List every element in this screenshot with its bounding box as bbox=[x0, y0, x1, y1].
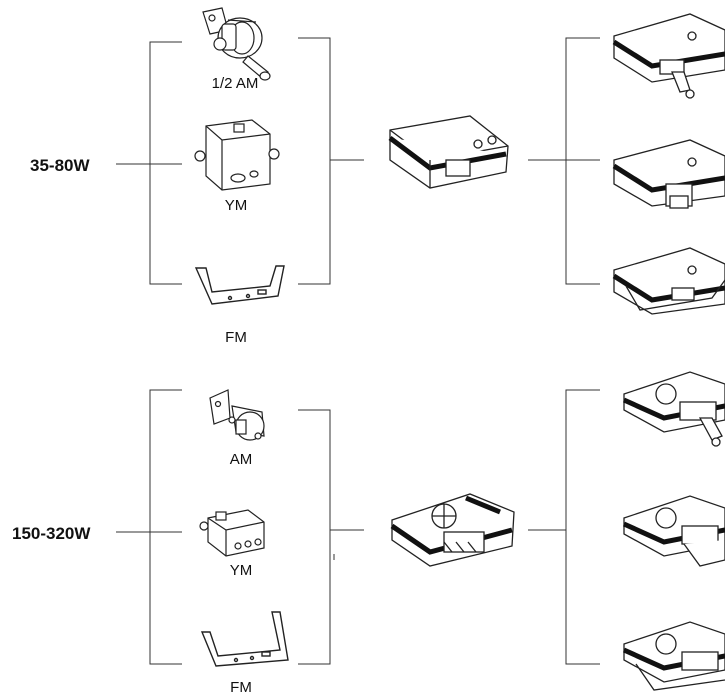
flat-mount-bracket-2-drawing bbox=[200, 611, 289, 667]
mount-label-am: AM bbox=[229, 451, 253, 468]
yoke-mount-box-drawing bbox=[194, 119, 280, 191]
flat-mount-bracket-drawing bbox=[194, 265, 285, 305]
variant-150-320w-arm bbox=[622, 371, 725, 447]
mount-label-fm-2: FM bbox=[230, 679, 252, 696]
mount-label-half-am: 1/2 AM bbox=[211, 75, 259, 92]
yoke-mount-box-2-drawing bbox=[199, 509, 265, 557]
fixture-150-320w-drawing bbox=[390, 493, 515, 567]
mount-label-fm: FM bbox=[225, 329, 247, 346]
variant-35-80w-arm bbox=[612, 13, 725, 99]
fixture-35-80w-drawing bbox=[388, 115, 509, 189]
variant-35-80w-flat bbox=[612, 247, 725, 315]
half-arm-mount-drawing bbox=[202, 7, 271, 81]
variant-150-320w-flat bbox=[622, 621, 725, 691]
variant-150-320w-yoke bbox=[622, 495, 725, 567]
arm-mount-drawing bbox=[209, 389, 265, 441]
mount-label-ym: YM bbox=[224, 197, 248, 214]
wattage-label-35-80w: 35-80W bbox=[30, 156, 90, 175]
mount-label-ym-2: YM bbox=[229, 562, 253, 579]
variant-35-80w-yoke bbox=[612, 139, 725, 209]
wattage-label-150-320w: 150-320W bbox=[12, 524, 91, 543]
connector-lines bbox=[116, 37, 600, 665]
